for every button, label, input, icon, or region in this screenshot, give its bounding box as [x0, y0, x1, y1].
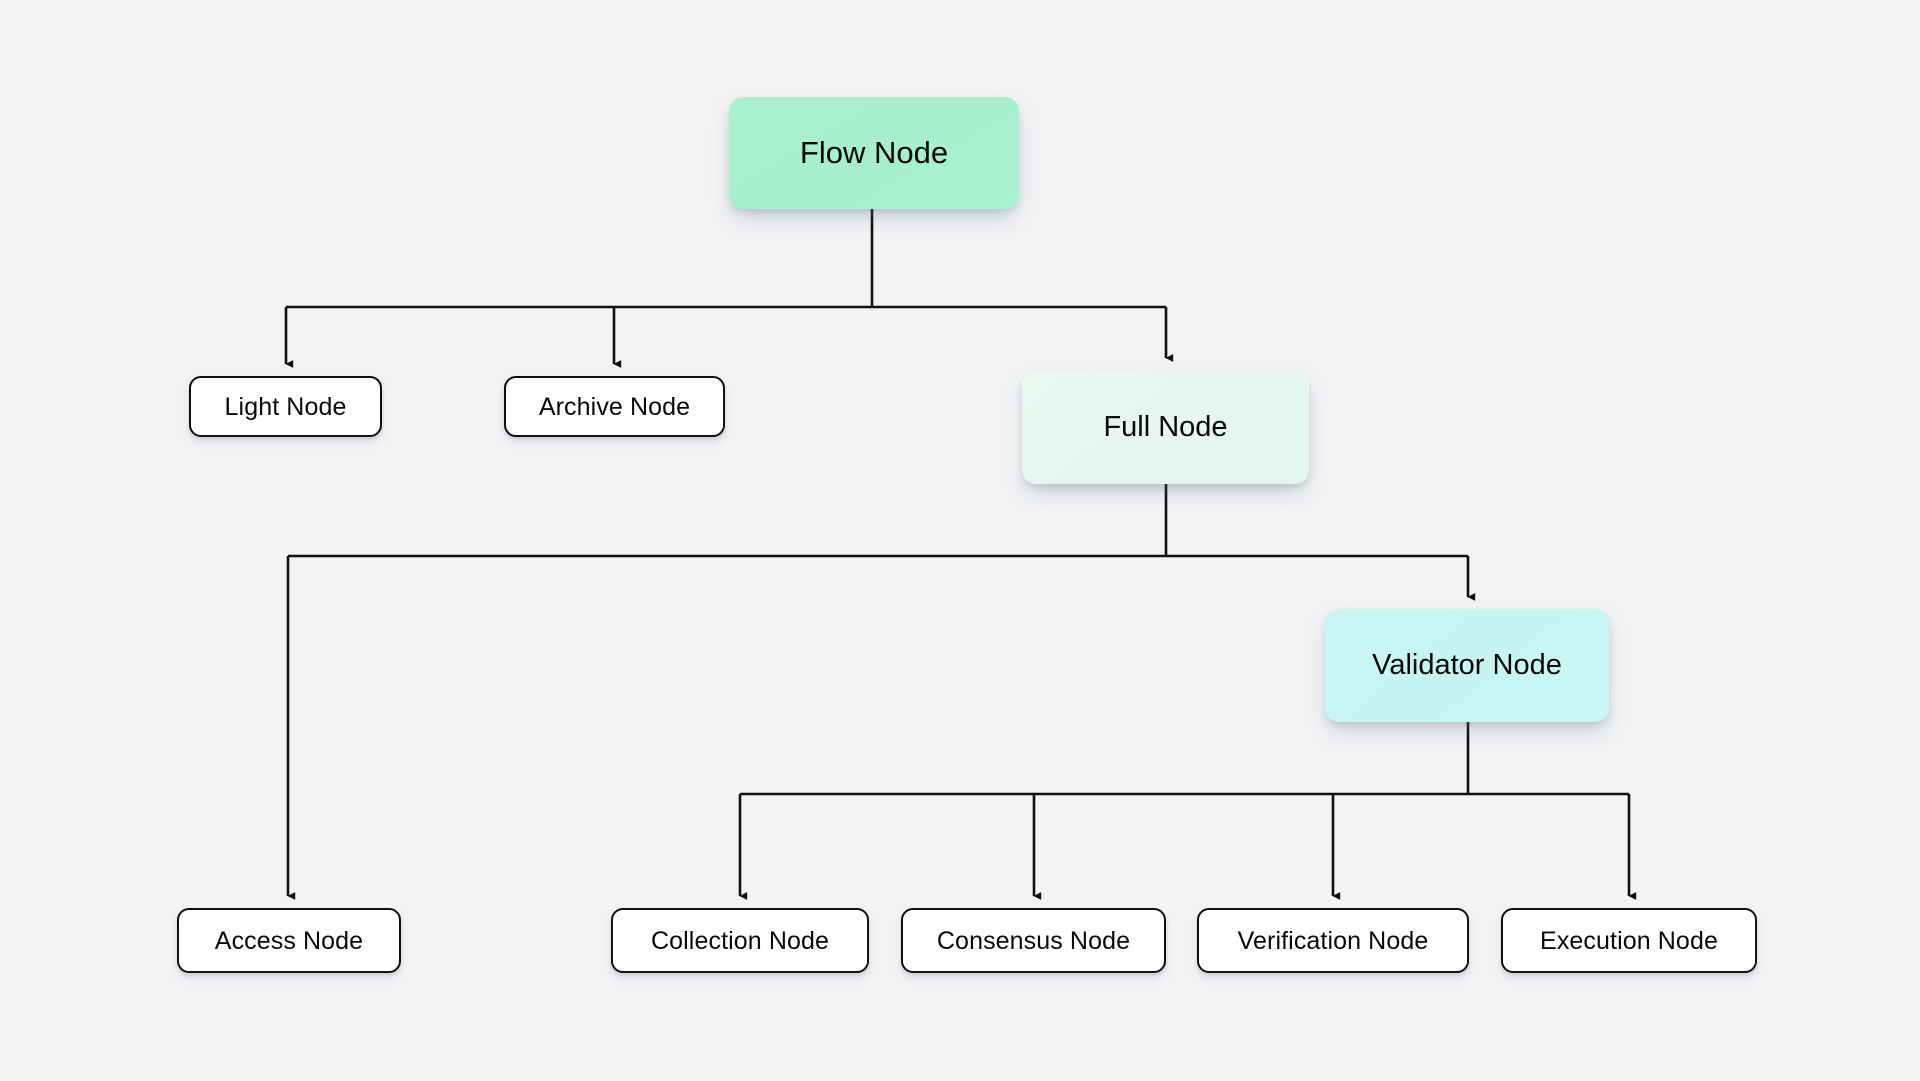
node-execution[interactable]: Execution Node: [1501, 908, 1757, 973]
node-collection[interactable]: Collection Node: [611, 908, 869, 973]
node-verification-label: Verification Node: [1237, 926, 1429, 955]
node-validator-label: Validator Node: [1372, 649, 1562, 682]
node-flow-label: Flow Node: [799, 135, 949, 171]
node-archive-label: Archive Node: [538, 392, 691, 421]
node-access-label: Access Node: [214, 926, 364, 955]
node-light[interactable]: Light Node: [189, 376, 382, 437]
node-verification[interactable]: Verification Node: [1197, 908, 1469, 973]
node-archive[interactable]: Archive Node: [504, 376, 725, 437]
node-execution-label: Execution Node: [1540, 926, 1718, 955]
node-consensus-label: Consensus Node: [936, 926, 1131, 955]
node-full[interactable]: Full Node: [1022, 370, 1309, 484]
node-light-label: Light Node: [224, 392, 347, 421]
node-validator[interactable]: Validator Node: [1325, 609, 1609, 722]
node-flow[interactable]: Flow Node: [729, 97, 1019, 209]
node-collection-label: Collection Node: [651, 926, 829, 955]
node-consensus[interactable]: Consensus Node: [901, 908, 1166, 973]
node-full-label: Full Node: [1103, 410, 1228, 443]
node-access[interactable]: Access Node: [177, 908, 401, 973]
